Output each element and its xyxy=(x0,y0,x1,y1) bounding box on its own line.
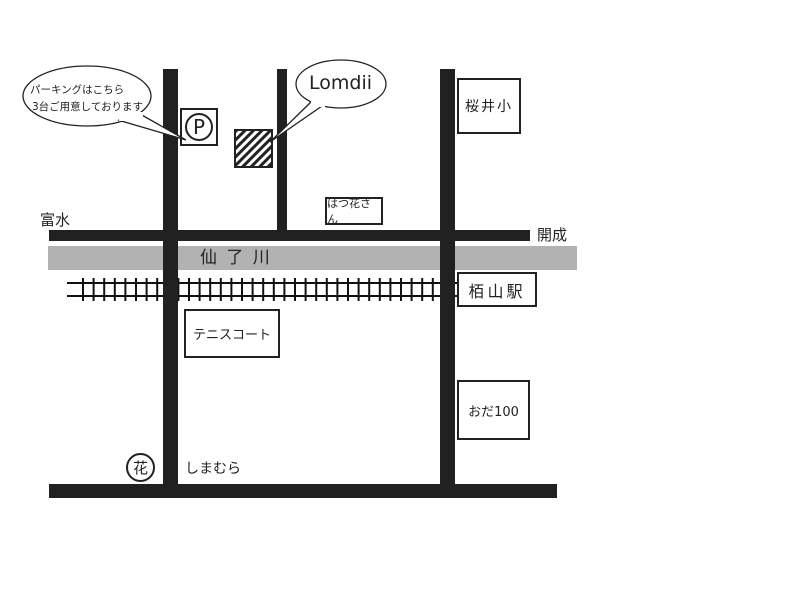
landmark-tennis-label: テニスコート xyxy=(192,328,271,343)
landmark-tennis: テニスコート xyxy=(184,309,280,358)
landmark-hatsuhana: はつ花さん xyxy=(325,197,383,226)
road-main-horizontal xyxy=(49,230,530,241)
road-middle-vertical xyxy=(277,69,287,237)
landmark-station: 栢山駅 xyxy=(457,272,537,307)
landmark-oda100: おだ100 xyxy=(457,380,530,440)
hana-symbol: 花 xyxy=(132,459,148,477)
river-label: 仙 了 川 xyxy=(200,248,272,268)
landmark-school-label: 桜井小 xyxy=(465,99,513,115)
parking-callout-line1: パーキングはこちら xyxy=(30,84,125,96)
hana-icon: 花 xyxy=(126,453,155,482)
landmark-oda100-label: おだ100 xyxy=(468,404,519,420)
landmark-station-label: 栢山駅 xyxy=(468,281,526,301)
shop-callout-label: Lomdii xyxy=(309,72,373,94)
landmark-school: 桜井小 xyxy=(457,78,521,134)
parking-marker: P xyxy=(180,108,218,146)
parking-symbol: P xyxy=(192,115,206,139)
river xyxy=(48,246,577,270)
parking-icon: P xyxy=(185,113,213,141)
direction-east-label: 開成 xyxy=(537,226,568,244)
road-right-vertical xyxy=(440,69,455,485)
landmark-hatsuhana-label: はつ花さん xyxy=(327,197,371,226)
road-left-vertical xyxy=(163,69,178,489)
landmark-shimamura-label: しまむら xyxy=(185,461,241,477)
direction-west-label: 富水 xyxy=(40,211,71,229)
parking-callout-line2: 3台ご用意しております xyxy=(32,101,144,113)
